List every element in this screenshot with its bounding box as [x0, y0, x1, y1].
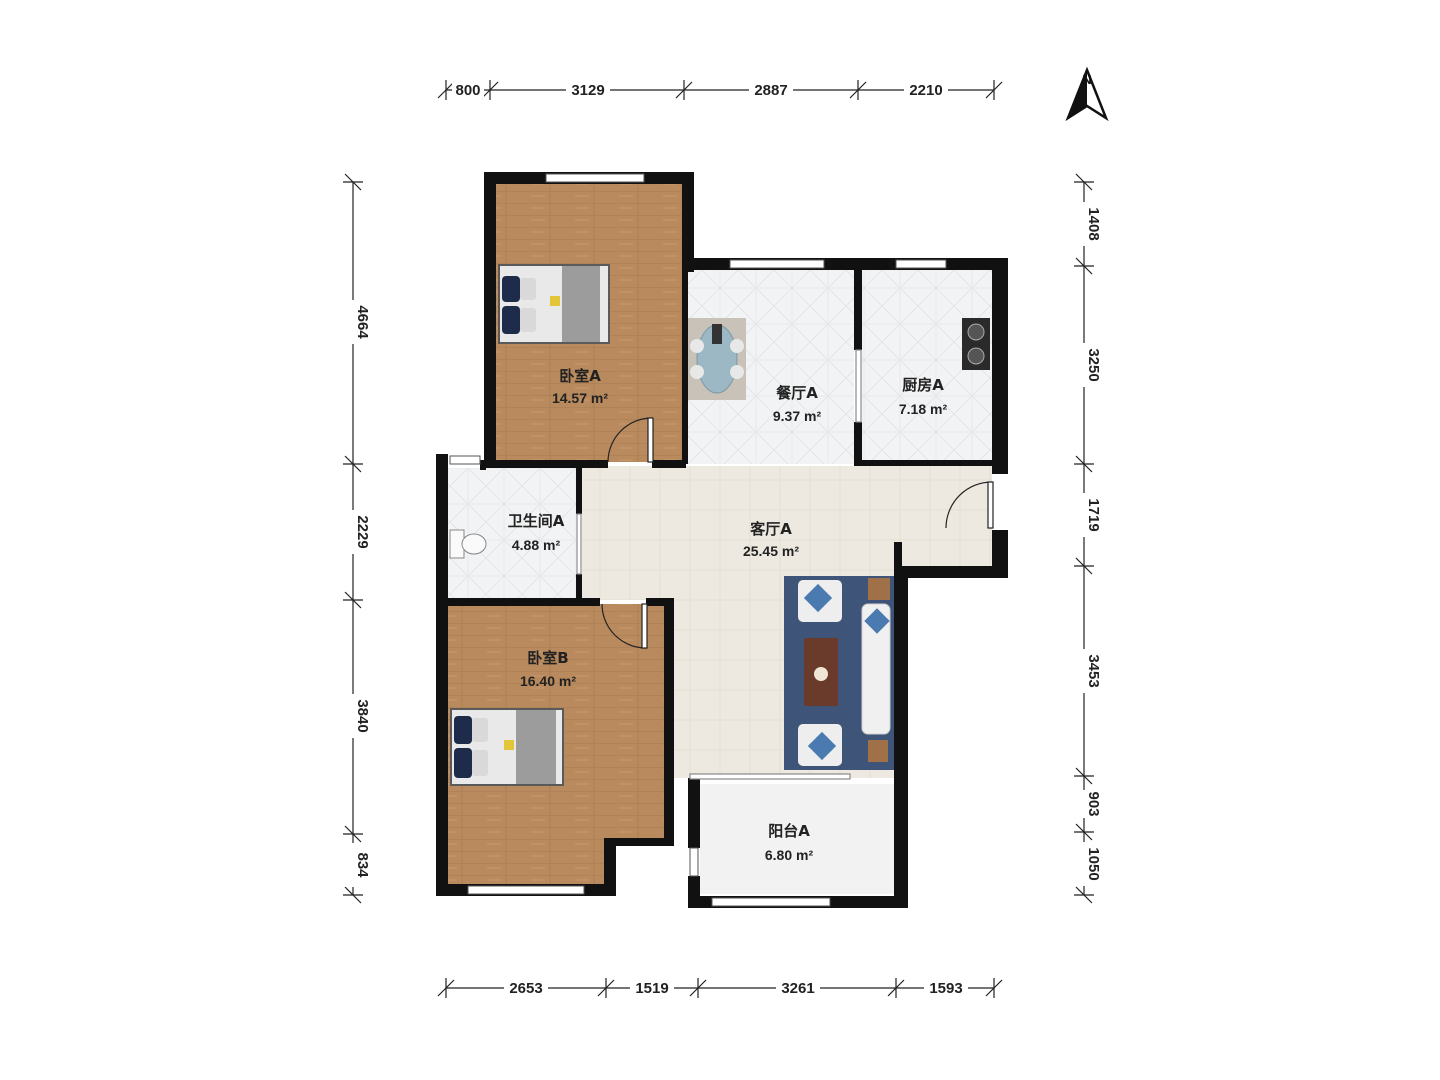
- room-area-kitchen-a: 7.18 m²: [899, 401, 948, 417]
- room-area-bedroom-a: 14.57 m²: [552, 390, 608, 406]
- dim-bottom-4: 1593: [929, 980, 962, 997]
- bed-icon: [450, 708, 564, 786]
- dining-table-icon: [688, 318, 746, 400]
- side-table-icon: [868, 578, 890, 600]
- sofa-icon: [861, 603, 891, 735]
- top-dimension-line: 800 3129 2887 2210: [437, 80, 1003, 100]
- dim-bottom-3: 3261: [781, 980, 814, 997]
- room-name-bedroom-b: 卧室B: [527, 649, 568, 667]
- right-dimension-line: 1408 3250 1719 3453 903 1050: [1074, 173, 1102, 904]
- floor-balcony: [700, 784, 894, 894]
- room-name-bedroom-a: 卧室A: [559, 367, 601, 385]
- room-name-bathroom-a: 卫生间A: [508, 512, 565, 530]
- dim-right-4: 3453: [1085, 654, 1102, 687]
- toilet-icon: [449, 529, 487, 559]
- floor-bathroom: [448, 468, 576, 598]
- left-dimension-line: 4664 2229 3840 834: [343, 173, 371, 904]
- dim-bottom-1: 2653: [509, 980, 542, 997]
- room-area-bathroom-a: 4.88 m²: [512, 537, 561, 553]
- north-label: N: [1082, 72, 1091, 87]
- dim-left-1: 4664: [354, 305, 371, 339]
- room-area-bedroom-b: 16.40 m²: [520, 673, 576, 689]
- room-area-living-a: 25.45 m²: [743, 543, 799, 559]
- room-name-living-a: 客厅A: [749, 520, 792, 538]
- dim-left-4: 834: [354, 852, 371, 878]
- dim-bottom-2: 1519: [635, 980, 668, 997]
- room-name-dining-a: 餐厅A: [776, 384, 818, 402]
- room-area-balcony-a: 6.80 m²: [765, 847, 814, 863]
- dim-left-2: 2229: [354, 515, 371, 548]
- side-table-icon: [868, 740, 888, 762]
- living-room-furniture: [784, 576, 894, 770]
- dim-top-3: 2887: [754, 82, 787, 99]
- dim-right-2: 3250: [1085, 348, 1102, 381]
- room-name-balcony-a: 阳台A: [768, 822, 810, 840]
- dim-left-3: 3840: [354, 699, 371, 732]
- windows: [449, 173, 947, 907]
- dim-right-3: 1719: [1085, 498, 1102, 531]
- bed-icon: [498, 264, 610, 344]
- room-name-kitchen-a: 厨房A: [902, 376, 944, 394]
- north-arrow-icon: N: [1065, 66, 1109, 122]
- room-labels: 卧室A 14.57 m² 餐厅A 9.37 m² 厨房A 7.18 m² 卫生间…: [508, 367, 948, 863]
- bottom-dimension-line: 2653 1519 3261 1593: [437, 978, 1003, 998]
- stove-icon: [962, 318, 990, 370]
- dim-right-5: 903: [1085, 791, 1102, 816]
- sliding-doors: [576, 349, 862, 780]
- dim-top-2: 3129: [571, 82, 604, 99]
- dim-top-1: 800: [455, 82, 480, 99]
- room-area-dining-a: 9.37 m²: [773, 408, 822, 424]
- swing-doors: [601, 417, 994, 649]
- dim-top-4: 2210: [909, 82, 942, 99]
- dim-right-1: 1408: [1085, 207, 1102, 240]
- dim-right-6: 1050: [1085, 847, 1102, 880]
